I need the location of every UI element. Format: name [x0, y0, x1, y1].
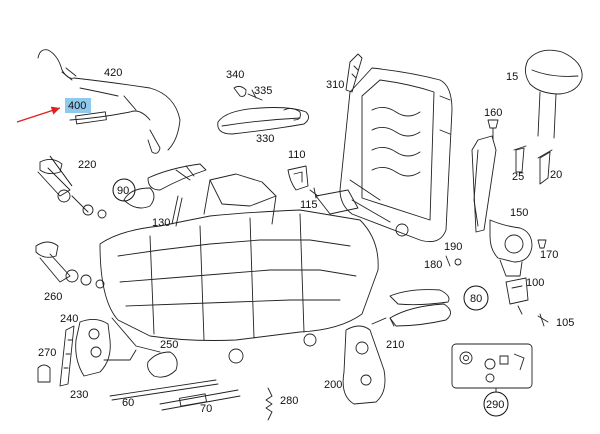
label-280[interactable]: 280	[280, 395, 298, 407]
buckle-100-drawing	[505, 277, 529, 315]
rod-70-drawing	[159, 389, 241, 411]
callout-220-leader	[49, 155, 73, 187]
label-180[interactable]: 180	[424, 259, 442, 271]
part-110-drawing	[287, 165, 319, 199]
label-70[interactable]: 70	[200, 403, 212, 415]
label-105[interactable]: 105	[556, 317, 574, 329]
seat-belt-150-drawing	[471, 135, 533, 277]
label-330[interactable]: 330	[256, 133, 274, 145]
part-250-drawing	[147, 351, 178, 378]
highlight-box-400	[65, 98, 91, 113]
part-290-group	[451, 343, 533, 392]
seat-base-frame-drawing	[99, 173, 379, 364]
label-210[interactable]: 210	[386, 339, 404, 351]
fasteners-drawing	[389, 239, 549, 327]
label-60[interactable]: 60	[122, 397, 134, 409]
cable-420-drawing	[37, 49, 181, 154]
label-115[interactable]: 115	[300, 199, 318, 211]
label-220[interactable]: 220	[78, 159, 96, 171]
lever-90-drawing	[123, 163, 207, 209]
label-340[interactable]: 340	[226, 69, 244, 81]
headrest-15-drawing	[525, 49, 583, 139]
label-230[interactable]: 230	[70, 389, 88, 401]
label-25[interactable]: 25	[512, 171, 524, 183]
seat-back-frame-drawing	[339, 67, 453, 243]
label-260[interactable]: 260	[44, 291, 62, 303]
label-80[interactable]: 80	[470, 293, 482, 305]
callout-90-circle	[112, 178, 136, 202]
part-270-drawing	[37, 364, 51, 383]
label-110[interactable]: 110	[288, 149, 306, 161]
part-310-drawing	[345, 53, 363, 93]
label-270[interactable]: 270	[38, 347, 56, 359]
label-150[interactable]: 150	[510, 207, 528, 219]
label-130[interactable]: 130	[152, 217, 170, 229]
label-335[interactable]: 335	[254, 85, 272, 97]
label-90[interactable]: 90	[117, 185, 129, 197]
label-290[interactable]: 290	[486, 399, 504, 411]
part-220-drawing	[37, 159, 107, 219]
red-pointer-arrow	[16, 106, 61, 123]
part-130-drawing	[171, 195, 183, 227]
label-420[interactable]: 420	[104, 67, 122, 79]
label-100[interactable]: 100	[526, 277, 544, 289]
rod-60-drawing	[109, 379, 219, 401]
armrest-330-drawing	[217, 85, 309, 135]
part-80-drawing	[389, 289, 451, 327]
spring-280-drawing	[265, 387, 273, 421]
label-160[interactable]: 160	[484, 107, 502, 119]
part-240-drawing	[75, 319, 137, 377]
label-200[interactable]: 200	[324, 379, 342, 391]
label-190[interactable]: 190	[444, 241, 462, 253]
part-260-drawing	[35, 241, 105, 289]
guide-25-drawing	[513, 145, 527, 173]
label-20[interactable]: 20	[550, 169, 562, 181]
label-250[interactable]: 250	[160, 339, 178, 351]
label-240[interactable]: 240	[60, 313, 78, 325]
callout-80-circle	[463, 285, 489, 311]
label-310[interactable]: 310	[326, 79, 344, 91]
part-labels: 420 400 340 335 330 310 15 160 25 20 220…	[38, 67, 574, 415]
part-230-drawing	[59, 325, 75, 387]
label-15[interactable]: 15	[506, 71, 518, 83]
label-170[interactable]: 170	[540, 249, 558, 261]
label-400[interactable]: 400	[68, 100, 86, 112]
guide-20-drawing	[537, 149, 553, 185]
part-200-drawing	[342, 317, 387, 405]
